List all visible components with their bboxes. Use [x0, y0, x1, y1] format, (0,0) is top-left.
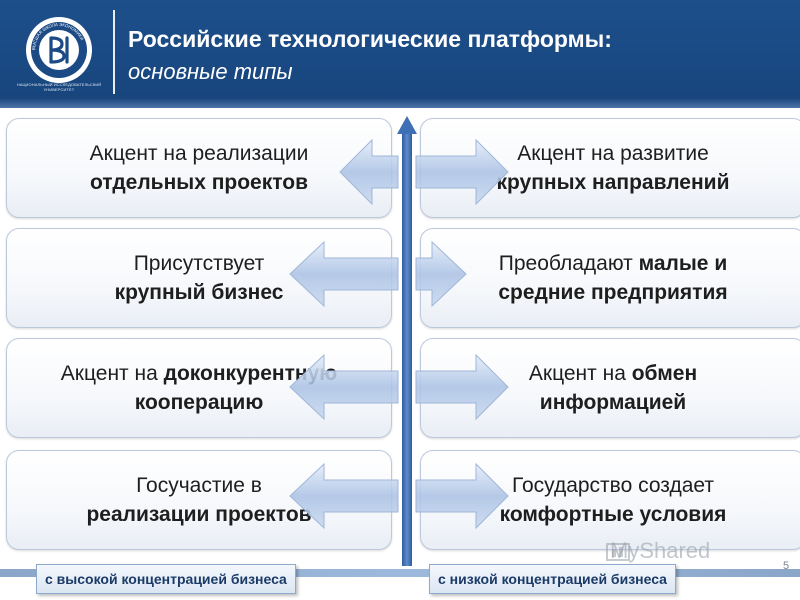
- bottom-axis-bar: [0, 569, 800, 577]
- right-box-1: Акцент на развитие крупных направлений: [420, 118, 800, 218]
- right-box-4: Государство создает комфортные условия: [420, 450, 800, 550]
- watermark-icon: [606, 543, 630, 561]
- header-banner: ВЫСШАЯ ШКОЛА ЭКОНОМИКИ НАЦИОНАЛЬНЫЙ ИССЛ…: [0, 0, 800, 108]
- right-box-1-line-1: Акцент на развитие: [517, 142, 709, 165]
- logo-caption: НАЦИОНАЛЬНЫЙ ИССЛЕДОВАТЕЛЬСКИЙ УНИВЕРСИТ…: [16, 82, 102, 92]
- right-box-2-line-1-bold: малые и: [638, 252, 728, 275]
- right-box-2: Преобладают малые и средние предприятия: [420, 228, 800, 328]
- left-box-2-line-1: Присутствует: [133, 252, 265, 275]
- left-box-4-line-2: реализации проектов: [86, 503, 312, 526]
- label-low-concentration: с низкой концентрацией бизнеса: [429, 564, 676, 594]
- left-box-4-line-1: Госучастие в: [136, 474, 262, 497]
- right-box-3-line-1-bold: обмен: [631, 362, 698, 385]
- left-box-1-line-1: Акцент на реализации: [89, 142, 309, 165]
- left-box-1: Акцент на реализации отдельных проектов: [6, 118, 392, 218]
- right-box-4-line-2: комфортные условия: [499, 503, 727, 526]
- right-box-2-line-2: средние предприятия: [498, 281, 728, 304]
- right-box-3: Акцент на обмен информацией: [420, 338, 800, 438]
- right-box-3-line-1: Акцент на: [528, 362, 632, 385]
- left-box-3-line-2: кооперацию: [134, 391, 264, 414]
- page-title: Российские технологические платформы:: [128, 26, 612, 52]
- page-subtitle: основные типы: [128, 59, 293, 84]
- left-box-1-line-2: отдельных проектов: [90, 171, 308, 194]
- left-box-3: Акцент на доконкурентную кооперацию: [6, 338, 392, 438]
- left-box-2-line-2: крупный бизнес: [114, 281, 284, 304]
- header-divider: [113, 10, 115, 94]
- left-box-3-line-1-bold: доконкурентную: [163, 362, 338, 385]
- right-box-4-line-1: Государство создает: [512, 474, 714, 497]
- left-box-3-line-1: Акцент на: [60, 362, 164, 385]
- page-number: 5: [783, 560, 790, 572]
- header-shine: [0, 98, 800, 108]
- watermark-text: MyShared: [610, 538, 711, 563]
- label-high-concentration: с высокой концентрацией бизнеса: [36, 564, 296, 594]
- vertical-axis-arrow: [397, 116, 417, 566]
- right-box-3-line-2: информацией: [539, 391, 687, 414]
- university-logo-icon: ВЫСШАЯ ШКОЛА ЭКОНОМИКИ: [26, 17, 92, 83]
- right-box-2-line-1: Преобладают: [498, 252, 639, 275]
- right-box-1-line-2: крупных направлений: [496, 171, 730, 194]
- left-box-4: Госучастие в реализации проектов: [6, 450, 392, 550]
- left-box-2: Присутствует крупный бизнес: [6, 228, 392, 328]
